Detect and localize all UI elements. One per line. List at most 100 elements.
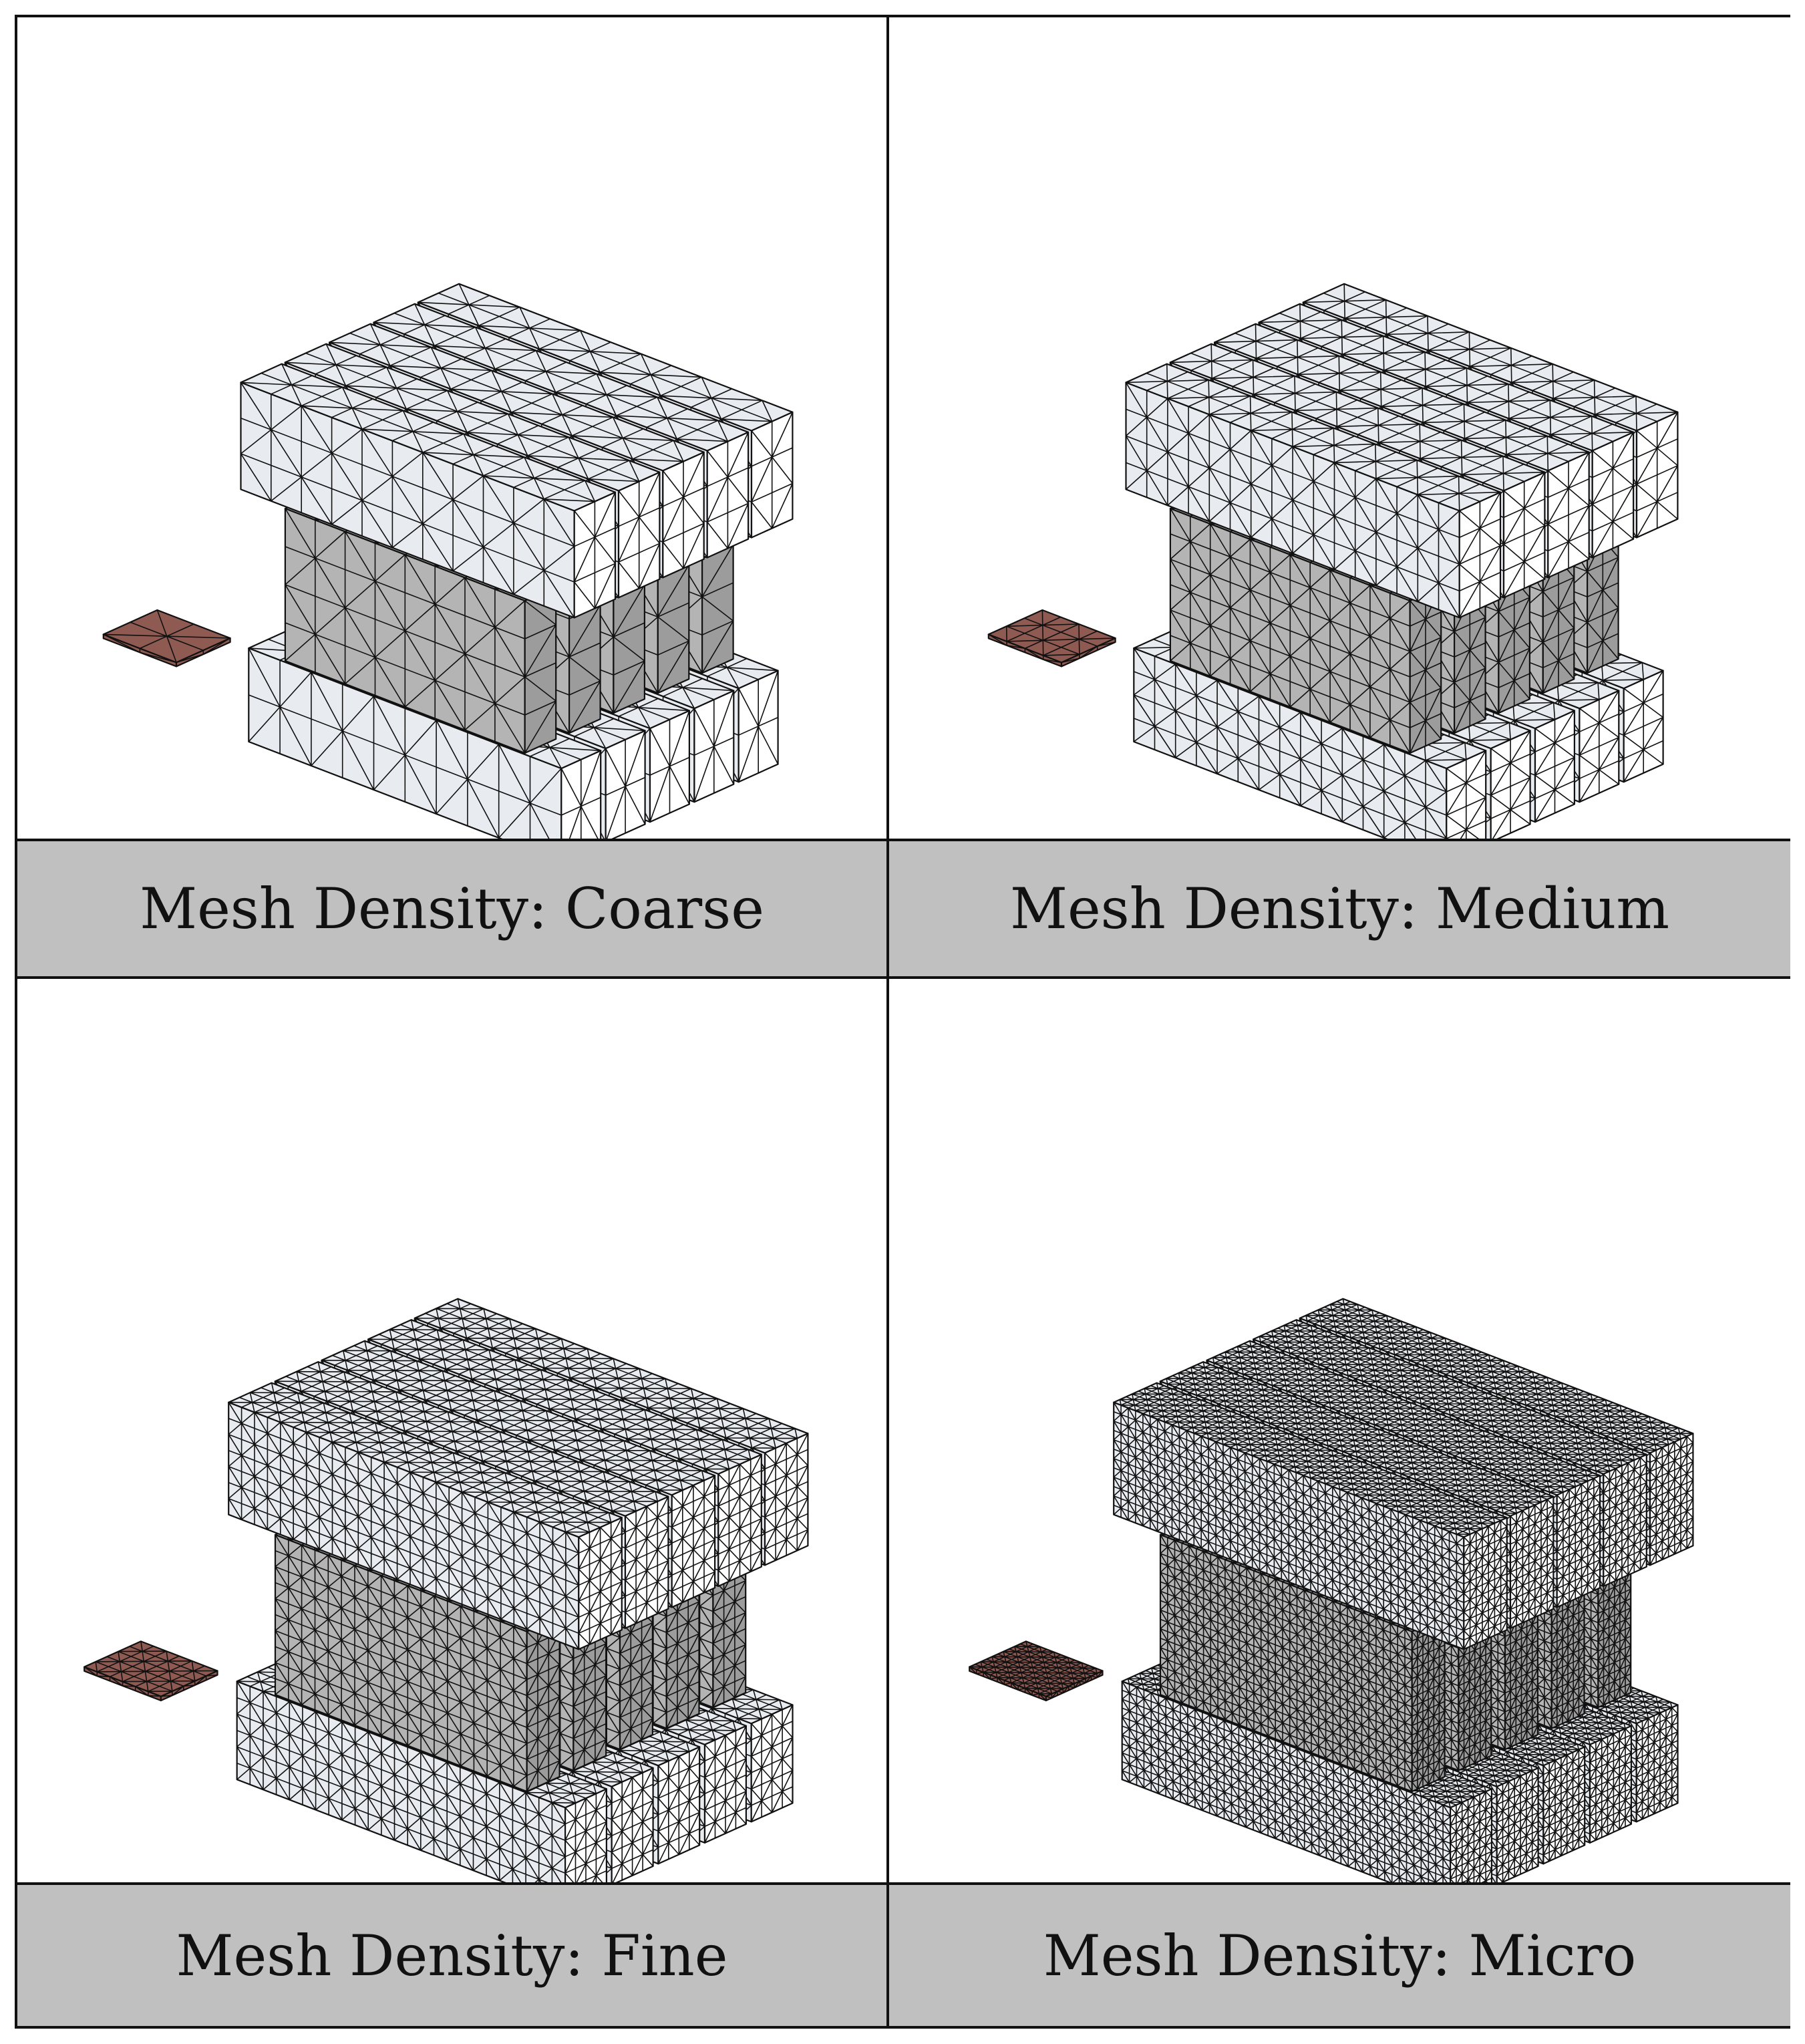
top-block-4-top-edges xyxy=(1126,363,1501,511)
bottom-block-1-side-edges xyxy=(1589,1728,1632,1841)
core-leg-4-side-edges xyxy=(1411,1616,1446,1789)
bottom-block-4-front-edges xyxy=(1122,1681,1451,1882)
top-block-2-top-edges xyxy=(321,1340,705,1491)
bottom-block-2-side-edges xyxy=(649,710,690,823)
top-block-3-top-edges xyxy=(1170,343,1545,491)
bottom-block-0-side-edges xyxy=(750,1705,794,1822)
bottom-block-3-side-edges xyxy=(605,730,646,839)
mesh-model-fine xyxy=(84,1298,809,1882)
top-block-4-side-edges xyxy=(573,492,616,609)
top-block-4-side-edges xyxy=(578,1517,623,1645)
core-leg-4-front-edges xyxy=(275,1534,528,1787)
top-block-1-side-edges xyxy=(1592,432,1634,558)
top-block-1-top-edges xyxy=(1259,1320,1647,1472)
top-block-3-top-edges xyxy=(285,343,640,482)
top-block-0-side-edges xyxy=(751,412,794,529)
table-divider-3 xyxy=(17,1882,1790,1885)
pad-right-front-edges xyxy=(969,1666,1047,1701)
top-block-0-side-edges xyxy=(764,1433,809,1561)
bottom-block-4-front-edges xyxy=(1133,647,1447,839)
pad-right-side-edges xyxy=(1061,641,1116,664)
pad-right-side-edges xyxy=(1045,1670,1104,1699)
top-block-1-side-edges xyxy=(706,432,749,549)
top-block-1-top-edges xyxy=(373,303,729,442)
top-block-3-top-edges xyxy=(1166,1361,1554,1514)
pad-right-top-edges xyxy=(969,1641,1098,1695)
top-block-0-side-edges xyxy=(1636,412,1679,538)
top-block-2-side-edges xyxy=(671,1475,715,1603)
top-block-3-top-edges xyxy=(275,1361,659,1512)
bottom-block-2-side-edges xyxy=(657,1747,700,1864)
label-coarse: Mesh Density: Coarse xyxy=(17,841,886,976)
bottom-block-4-side-edges xyxy=(1450,1791,1492,1882)
top-block-4-top-edges xyxy=(228,1382,612,1533)
bottom-block-0-side-edges xyxy=(1623,670,1664,782)
transformer-model xyxy=(102,283,794,839)
top-block-1-top-edges xyxy=(1259,303,1634,451)
top-block-2-side-edges xyxy=(662,452,705,569)
bottom-block-2-side-edges xyxy=(1542,1749,1585,1862)
top-block-1-side-edges xyxy=(717,1454,762,1582)
bottom-block-0-side-edges xyxy=(737,670,779,782)
pad-right-front-edges xyxy=(84,1666,161,1697)
top-block-3-side-edges xyxy=(1503,472,1546,598)
bottom-block-4-side-edges xyxy=(1446,750,1486,839)
core-leg-4-side-edges xyxy=(524,600,556,754)
bottom-block-0-side-edges xyxy=(1635,1707,1679,1819)
mesh-model-micro xyxy=(969,1298,1694,1882)
mesh-model-medium xyxy=(987,283,1679,839)
top-block-4-front-edges xyxy=(240,382,575,618)
top-block-2-top-edges xyxy=(329,323,684,462)
transformer-model xyxy=(84,1298,809,1882)
core-leg-4-front-edges xyxy=(1160,1534,1413,1792)
label-medium: Mesh Density: Medium xyxy=(889,841,1790,976)
top-block-4-side-edges xyxy=(1459,492,1501,618)
top-block-3-side-edges xyxy=(618,472,661,589)
panel-medium-image xyxy=(889,17,1790,839)
table-divider-vertical xyxy=(886,17,889,2026)
bottom-block-4-side-edges xyxy=(564,1788,607,1882)
top-block-4-side-edges xyxy=(1463,1519,1508,1650)
top-block-0-top-edges xyxy=(414,1298,798,1449)
top-block-2-side-edges xyxy=(1556,1477,1601,1608)
bottom-block-1-side-edges xyxy=(1579,690,1619,802)
core-leg-4-front-edges xyxy=(285,508,526,754)
top-block-0-top-edges xyxy=(1305,1298,1693,1451)
panel-micro-image xyxy=(889,979,1790,1882)
label-micro: Mesh Density: Micro xyxy=(889,1885,1790,2026)
panel-coarse-image xyxy=(17,17,886,839)
bottom-block-1-side-edges xyxy=(693,690,735,802)
mesh-model-coarse xyxy=(102,283,794,839)
top-block-2-top-edges xyxy=(1214,323,1589,471)
bottom-block-4-front-edges xyxy=(236,1681,566,1882)
top-block-3-side-edges xyxy=(625,1496,669,1624)
bottom-block-2-side-edges xyxy=(1534,710,1575,823)
top-block-4-front-edges xyxy=(1125,382,1460,618)
bottom-block-3-side-edges xyxy=(1496,1770,1539,1882)
bottom-block-1-side-edges xyxy=(704,1725,747,1844)
core-leg-4-front-edges xyxy=(1170,508,1411,754)
top-block-0-top-edges xyxy=(418,283,773,422)
pad-right-side-edges xyxy=(160,1674,218,1697)
top-block-1-top-edges xyxy=(368,1320,752,1470)
bottom-block-3-side-edges xyxy=(1490,730,1531,839)
pad-right-top-edges xyxy=(95,1641,218,1693)
top-block-4-front-edges xyxy=(1113,1402,1464,1650)
top-block-4-front-edges xyxy=(228,1402,579,1650)
pad-right-top-edges xyxy=(103,609,230,663)
panel-fine-image xyxy=(17,979,886,1882)
mesh-comparison-table: Mesh Density: Coarse Mesh Density: Mediu… xyxy=(15,15,1790,2029)
bottom-block-4-front-edges xyxy=(248,647,562,839)
top-block-1-side-edges xyxy=(1603,1457,1647,1587)
table-divider-1 xyxy=(17,839,1790,841)
top-block-2-side-edges xyxy=(1547,452,1590,578)
transformer-model xyxy=(969,1298,1694,1882)
top-block-4-top-edges xyxy=(240,363,596,502)
top-block-3-side-edges xyxy=(1510,1499,1554,1629)
pad-right-top-edges xyxy=(1005,609,1116,656)
bottom-block-4-side-edges xyxy=(560,750,601,839)
top-block-0-top-edges xyxy=(1303,283,1678,431)
bottom-block-3-side-edges xyxy=(611,1767,654,1882)
top-block-2-top-edges xyxy=(1212,1340,1601,1493)
pad-right-front-edges xyxy=(988,633,1062,664)
